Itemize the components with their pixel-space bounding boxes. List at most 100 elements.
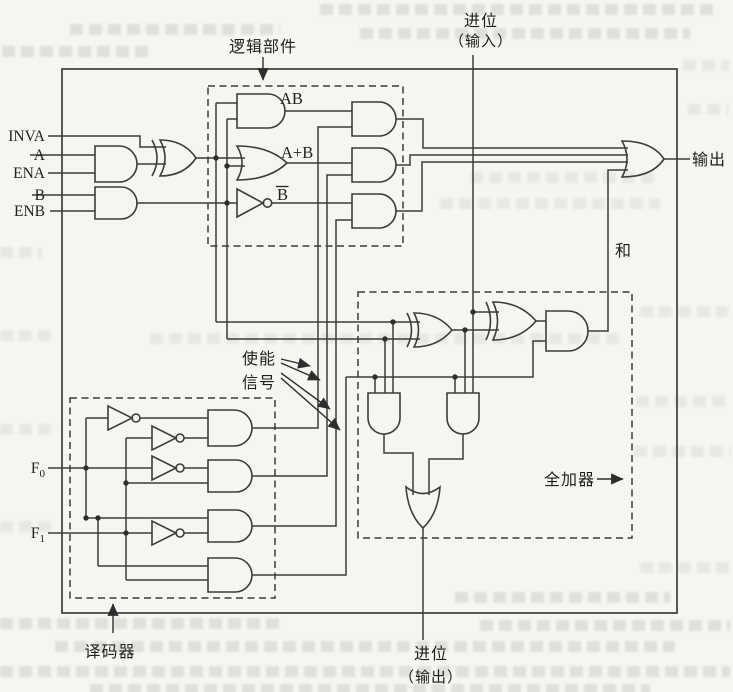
label-carry-in-1: 进位 xyxy=(464,12,498,30)
and-gate-ab xyxy=(236,93,286,129)
label-carry-out-1: 进位 xyxy=(414,645,448,663)
gate-label-a-plus-b: A+B xyxy=(281,143,313,162)
label-full-adder: 全加器 xyxy=(544,471,595,489)
bleedthrough-line xyxy=(0,521,55,532)
wire-inva xyxy=(48,135,166,148)
bleedthrough-line xyxy=(0,666,730,677)
gates xyxy=(94,93,665,593)
label-output: 输出 xyxy=(692,151,726,169)
and-gate-a-ena xyxy=(94,145,138,183)
bleedthrough-line xyxy=(683,60,729,71)
label-enable-1: 使能 xyxy=(242,350,276,368)
bleedthrough-line xyxy=(0,424,58,435)
decoder-not-gate-3-bubble xyxy=(175,463,185,473)
bleedthrough-line xyxy=(320,4,715,15)
decoder-not-gate-4-bubble xyxy=(175,528,185,538)
label-carry-out-2: （输出） xyxy=(399,669,463,686)
input-label-f1: F1 xyxy=(31,525,45,545)
circuit-outer-border xyxy=(61,68,678,614)
bleedthrough-line xyxy=(640,306,728,317)
enable-and-gate-2 xyxy=(351,147,397,183)
label-logic-unit: 逻辑部件 xyxy=(229,38,297,56)
bleedthrough-line xyxy=(470,172,660,183)
bleedthrough-line xyxy=(688,104,728,115)
labels: INVA A ENA B ENB F0 F1 AB A+B B 逻辑部件 进位 … xyxy=(8,12,726,686)
gate-label-ab: AB xyxy=(280,89,303,108)
bleedthrough-line xyxy=(455,592,670,603)
sum-and-gate xyxy=(545,310,589,352)
decoder-and-gate-3 xyxy=(207,509,253,543)
enable-arrow-2 xyxy=(280,362,321,381)
wire-carryand2-out xyxy=(428,434,464,495)
output-or-gate xyxy=(620,140,665,178)
enable-and-gate-3 xyxy=(351,193,397,229)
xor-gate-input-backarc xyxy=(151,139,158,177)
fa-xor-gate-1 xyxy=(412,312,454,348)
bleedthrough-line xyxy=(55,641,675,652)
label-decoder: 译码器 xyxy=(84,643,135,661)
bleedthrough-line xyxy=(70,24,280,35)
wire-notb-result xyxy=(396,161,628,212)
annotation-arrows xyxy=(107,57,624,633)
junction-dots xyxy=(83,155,476,536)
bleedthrough-line xyxy=(360,28,690,39)
bleedthrough-line xyxy=(640,562,730,573)
carry-or-gate xyxy=(405,485,441,530)
wire-enable-3 xyxy=(252,219,352,527)
bleedthrough-line xyxy=(2,46,152,57)
bleedthrough-line xyxy=(480,620,730,631)
decoder-and-gate-2 xyxy=(207,459,253,493)
decoder-not-gate-3 xyxy=(151,454,178,482)
decoder-not-gate-4 xyxy=(151,519,178,547)
decoder-not-gate-2-bubble xyxy=(175,433,185,443)
wires xyxy=(30,55,690,640)
or-gate-a-plus-b xyxy=(235,145,289,181)
enable-arrow-3 xyxy=(280,372,331,410)
wire-enable-4 xyxy=(252,377,347,576)
fa-xor1-backarc xyxy=(406,312,413,348)
decoder-and-gate-4 xyxy=(207,557,253,593)
wire-aorb-result xyxy=(396,154,628,166)
input-label-ena: ENA xyxy=(13,165,46,182)
label-sum: 和 xyxy=(615,242,632,260)
bleedthrough-line xyxy=(0,330,55,341)
input-label-b: B xyxy=(35,187,45,204)
input-label-a: A xyxy=(34,147,46,164)
wire-enable-1 xyxy=(252,126,352,429)
enable-arrow-4 xyxy=(280,377,341,431)
decoder-not-gate-2 xyxy=(151,424,178,452)
input-label-inva: INVA xyxy=(8,128,46,145)
label-carry-in-2: （输入） xyxy=(449,33,513,50)
decoder-not-gate-1 xyxy=(107,404,134,432)
xor-gate-input xyxy=(158,139,197,177)
bleedthrough-line xyxy=(0,618,280,629)
wire-carryand1-out xyxy=(383,434,414,495)
not-gate-b-bubble xyxy=(262,198,273,209)
decoder-and-gate-1 xyxy=(207,409,253,447)
enable-and-gate-1 xyxy=(351,101,397,137)
input-label-f0: F0 xyxy=(31,460,46,480)
wire-sum-result xyxy=(588,169,628,332)
not-gate-b xyxy=(236,187,265,219)
gate-label-not-b: B xyxy=(277,185,288,204)
label-enable-2: 信号 xyxy=(242,374,276,392)
enable-arrow-1 xyxy=(280,357,311,369)
decoder-not-gate-1-bubble xyxy=(131,413,141,423)
decoder-box xyxy=(69,397,276,599)
bleedthrough-line xyxy=(636,396,731,407)
fa-xor-gate-2 xyxy=(491,301,538,341)
wire-adder-enable xyxy=(346,340,546,378)
carry-and-gate-2 xyxy=(446,392,480,435)
wire-ab-result xyxy=(396,118,628,149)
bleedthrough-line xyxy=(0,247,42,258)
fa-xor2-backarc xyxy=(485,301,492,341)
wire-enable-2 xyxy=(252,174,352,477)
logic-unit-box xyxy=(207,85,404,247)
bleedthrough-line xyxy=(440,198,660,209)
bleedthrough-line xyxy=(634,446,731,457)
and-gate-b-enb xyxy=(94,186,138,220)
input-label-enb: ENB xyxy=(14,203,45,220)
